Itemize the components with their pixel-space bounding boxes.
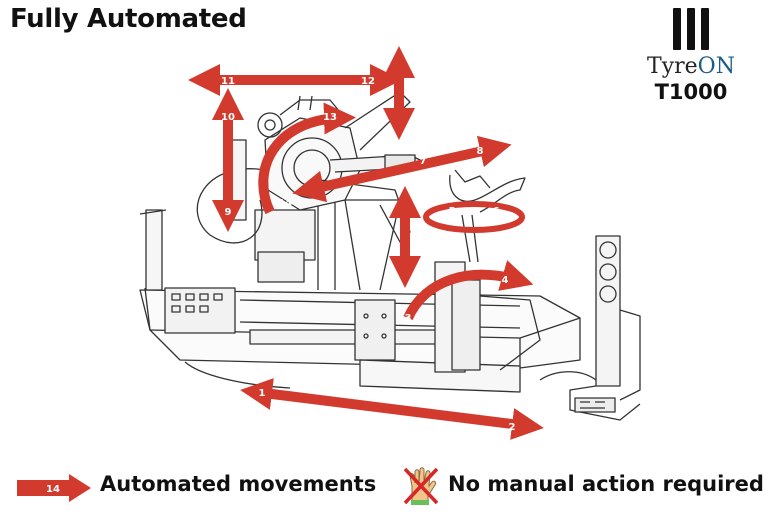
page-title: Fully Automated bbox=[10, 4, 247, 34]
legend-arrow-number: 14 bbox=[46, 484, 60, 495]
arrow-7-8 bbox=[292, 135, 512, 203]
arrow-label: 5 bbox=[449, 206, 456, 217]
arrow-label: 13 bbox=[323, 112, 337, 123]
movement-arrows bbox=[187, 45, 544, 440]
arrow-label: 14 bbox=[278, 198, 292, 209]
tyreon-logo: TyreON T1000 bbox=[636, 8, 746, 103]
arrow-3-4 bbox=[403, 260, 534, 321]
arrow-label: 12 bbox=[361, 76, 375, 87]
arrow-label: 4 bbox=[502, 275, 509, 286]
brand-main: Tyre bbox=[647, 54, 698, 79]
arrow-13-14 bbox=[258, 102, 356, 215]
arrow-labels: 1 2 3 4 5 6 7 8 9 10 11 12 13 14 bbox=[221, 76, 515, 433]
arrow-label: 11 bbox=[221, 76, 235, 87]
arrow-label: 2 bbox=[509, 422, 516, 433]
arrow-label: 1 bbox=[259, 388, 266, 399]
arrow-label: 8 bbox=[477, 146, 484, 157]
arrow-label: 7 bbox=[420, 156, 427, 167]
arrow-label: 3 bbox=[405, 313, 412, 324]
legend-automated-label: Automated movements bbox=[100, 472, 377, 496]
crossed-out-hand-icon bbox=[403, 467, 439, 505]
legend-no-manual-label: No manual action required bbox=[448, 472, 764, 496]
model-name: T1000 bbox=[654, 80, 728, 104]
legend: 14 Automated movements No manual action … bbox=[10, 466, 764, 510]
brand-accent: ON bbox=[697, 54, 735, 79]
arrow-label: 10 bbox=[221, 112, 235, 123]
tyre-changer-diagram: 1 2 3 4 5 6 7 8 9 10 11 12 13 14 bbox=[139, 45, 641, 440]
arrow-label: 6 bbox=[493, 206, 500, 217]
brand-name: TyreON bbox=[636, 56, 746, 78]
logo-bars-icon bbox=[636, 8, 746, 50]
arrow-label: 9 bbox=[225, 207, 232, 218]
arrow-5-6-ring bbox=[423, 201, 525, 233]
machine-drawing bbox=[139, 91, 641, 421]
legend-arrow-icon: 14 bbox=[17, 474, 91, 502]
arrow-1-2 bbox=[240, 378, 544, 440]
